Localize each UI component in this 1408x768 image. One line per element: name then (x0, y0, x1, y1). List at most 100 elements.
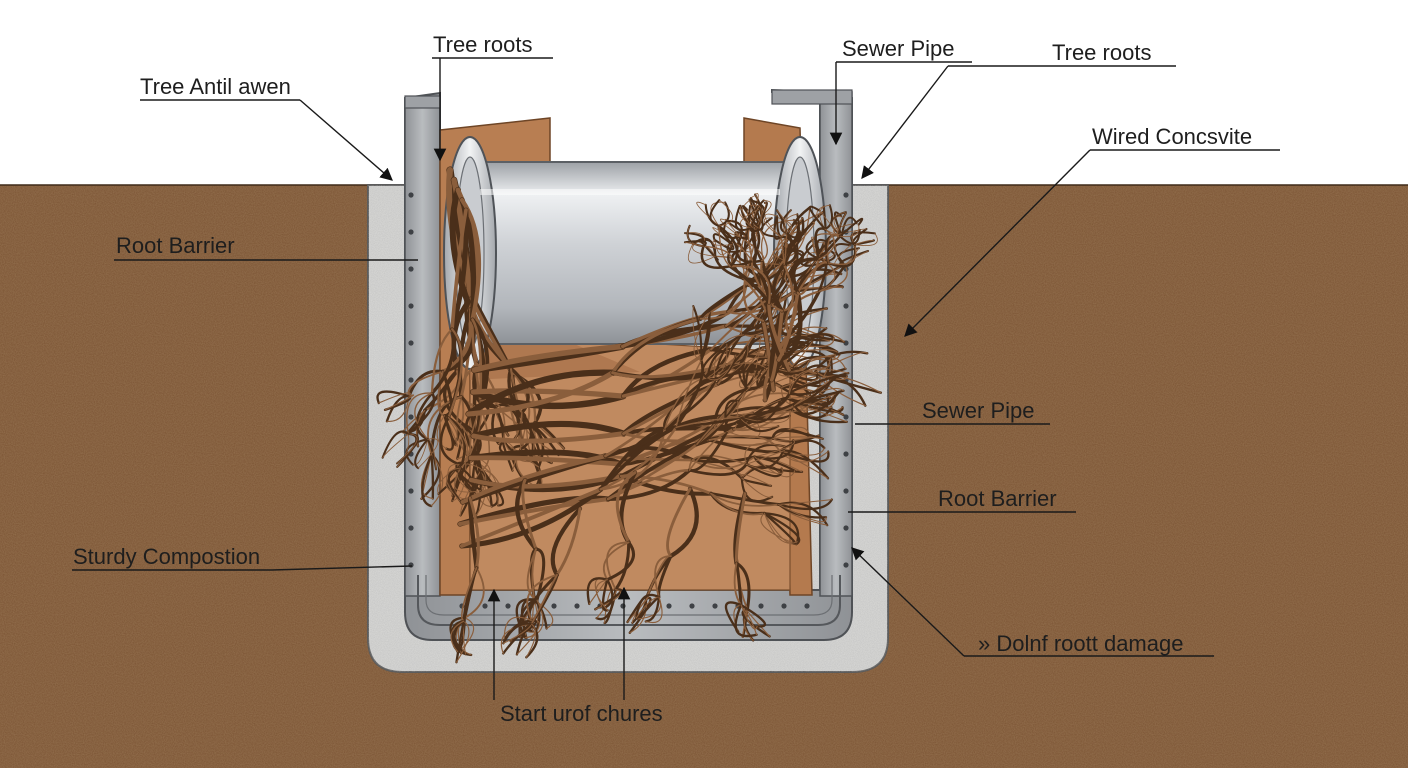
root-strand (739, 416, 779, 429)
root-strand (839, 228, 861, 245)
root-strand (788, 368, 849, 395)
root-strand (468, 496, 480, 570)
root-strand (526, 573, 558, 622)
rivet (408, 303, 414, 309)
root-strand (436, 415, 447, 450)
root-strand (615, 471, 637, 544)
root-strand (751, 226, 758, 263)
root-strand (839, 217, 864, 238)
root-strand (455, 620, 465, 664)
root-strand (611, 317, 703, 375)
rivet (843, 525, 849, 531)
root-strand (457, 463, 477, 496)
root-strand (382, 433, 409, 459)
root-strand (758, 204, 764, 231)
root-strand (668, 486, 699, 559)
root-strand (739, 415, 791, 424)
root-strand (806, 251, 826, 266)
root-strand (771, 429, 824, 440)
root-strand (740, 604, 758, 630)
root-strand (451, 463, 467, 502)
root-strand (793, 404, 848, 424)
root-strand (500, 623, 533, 654)
root-strand (783, 232, 788, 266)
root-strand (734, 205, 754, 232)
root-strand (777, 498, 833, 511)
root-strand (524, 599, 544, 639)
root-strand (378, 392, 411, 404)
root-strand (729, 264, 771, 305)
root-strand (700, 244, 732, 269)
root-strand (823, 204, 834, 231)
root-strand (758, 227, 768, 262)
root-strand (468, 473, 624, 489)
root-strand (754, 456, 796, 478)
root-strand (741, 477, 773, 498)
root-strand (467, 449, 624, 468)
rivet (620, 603, 626, 609)
root-strand (724, 601, 743, 633)
rivet (408, 488, 414, 494)
root-strand (782, 209, 792, 234)
root-strand (683, 240, 707, 248)
root-strand (470, 420, 627, 440)
root-strand (407, 369, 445, 398)
root-strand (854, 239, 874, 246)
root-strand (417, 438, 439, 469)
root-strand (791, 403, 844, 416)
root-strand (784, 263, 799, 294)
root-strand (430, 453, 435, 500)
root-strand (740, 312, 781, 336)
root-strand (772, 426, 811, 439)
root-strand (740, 476, 774, 503)
root-strand (700, 311, 711, 362)
root-strand (827, 243, 857, 268)
rivet (712, 603, 718, 609)
root-strand (778, 503, 827, 523)
root-strand (453, 620, 467, 656)
root-strand (713, 238, 735, 251)
rivet (551, 603, 557, 609)
root-strand (840, 216, 858, 237)
root-strand (827, 244, 857, 265)
root-strand (854, 232, 878, 246)
root-strand (687, 243, 716, 264)
root-strand (738, 399, 782, 418)
root-strand (471, 318, 483, 403)
root-strand (688, 462, 748, 476)
root-strand (396, 433, 410, 468)
root-strand (586, 577, 609, 606)
rivet (408, 414, 414, 420)
root-strand (740, 208, 760, 229)
root-strand (507, 366, 529, 427)
root-strand (626, 596, 650, 623)
root-strand (779, 369, 819, 382)
root-strand (818, 264, 848, 293)
root-strand (762, 332, 791, 402)
root-strand (760, 512, 793, 544)
root-strand (699, 283, 748, 320)
root-strand (599, 426, 667, 491)
root-strand (793, 355, 847, 370)
root-strand (743, 231, 758, 251)
root-strand (644, 595, 661, 623)
root-strand (739, 603, 767, 628)
root-strand (760, 259, 784, 313)
root-strand (785, 213, 800, 239)
root-strand (521, 478, 538, 551)
root-strand (780, 263, 794, 312)
root-strand (714, 362, 766, 382)
root-strand (728, 264, 771, 305)
root-strand (675, 416, 741, 429)
root-strand (734, 492, 747, 565)
root-strand (595, 579, 609, 611)
root-strand (710, 492, 766, 516)
label-sewer-pipe-right: Sewer Pipe (922, 398, 1035, 423)
root-strand (525, 623, 537, 658)
root-strand (384, 394, 415, 411)
root-strand (712, 239, 733, 246)
root-strand (792, 257, 821, 295)
root-strand (818, 210, 836, 234)
root-strand (788, 364, 828, 395)
